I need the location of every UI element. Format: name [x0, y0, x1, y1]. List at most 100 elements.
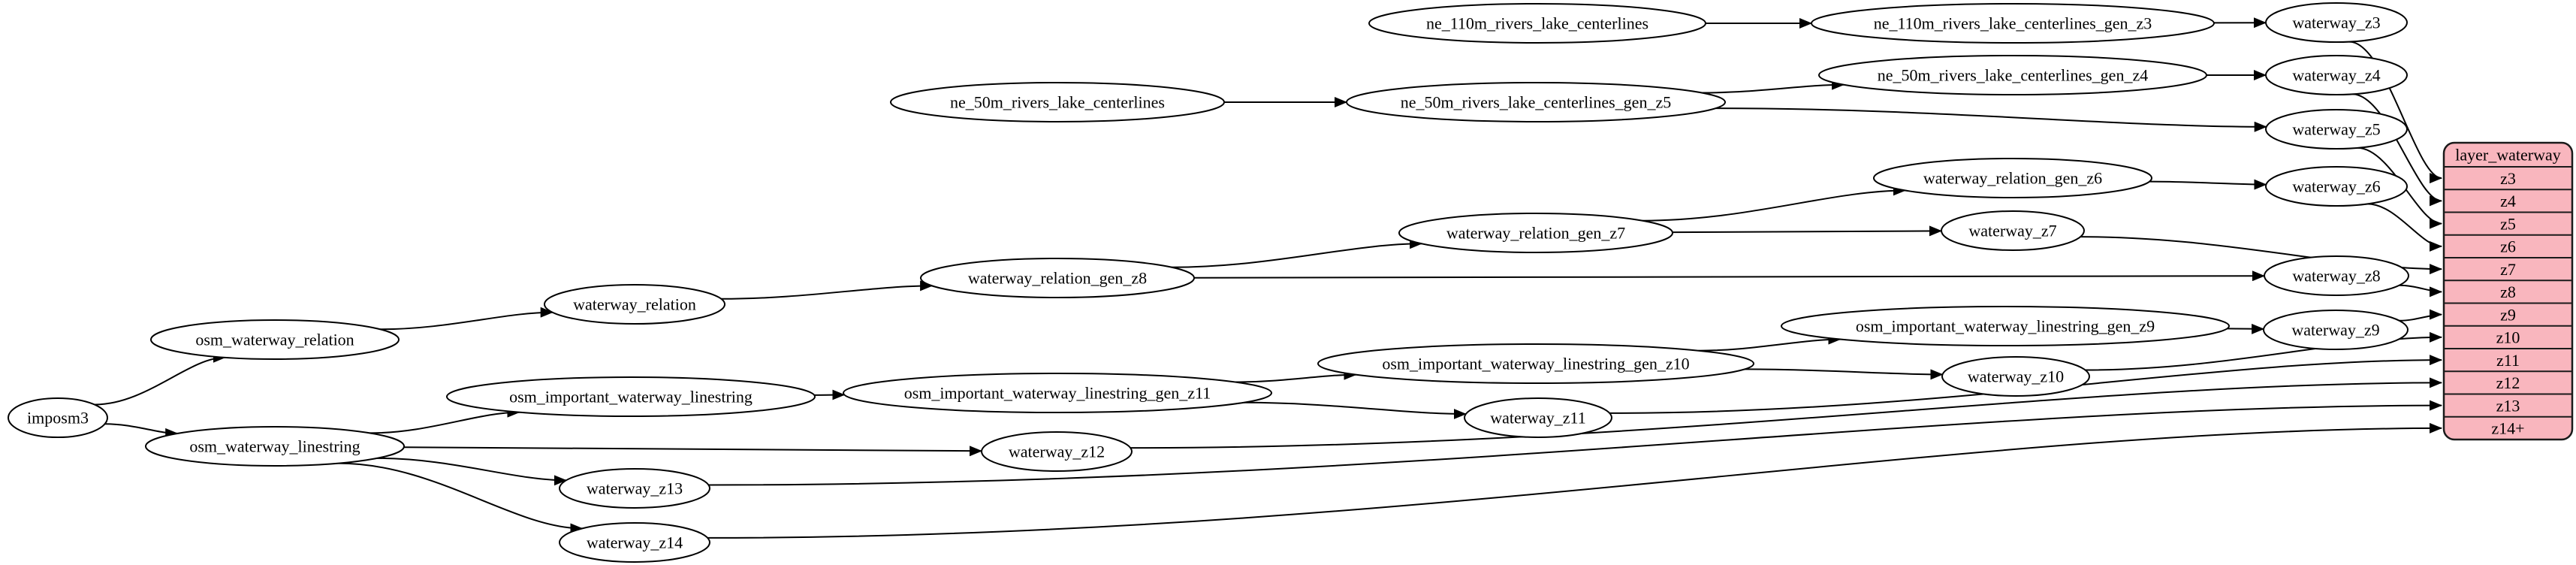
node-waterway_z12: waterway_z12 — [981, 431, 1133, 472]
table-row-z14+: z14+ — [2491, 419, 2524, 438]
edges-layer — [94, 17, 2442, 539]
node-waterway_z3: waterway_z3 — [2265, 2, 2408, 43]
node-label-waterway_z14: waterway_z14 — [587, 533, 683, 552]
edge-waterway_relation_gen_z7-to-waterway_z7 — [1672, 225, 1942, 237]
node-label-waterway_relation: waterway_relation — [573, 295, 696, 314]
node-label-waterway_z7: waterway_z7 — [1968, 222, 2056, 240]
edge-osm_important_waterway_linestring_gen_z10-to-osm_important_waterway_linestring_gen_z9 — [1698, 334, 1842, 352]
node-osm_important_waterway_linestring_gen_z11: osm_important_waterway_linestring_gen_z1… — [843, 373, 1272, 413]
node-ellipse-waterway_z10 — [1941, 356, 2090, 397]
node-label-waterway_z6: waterway_z6 — [2292, 177, 2380, 196]
node-ellipse-waterway_relation_gen_z6 — [1873, 158, 2152, 198]
node-ellipse-osm_waterway_relation — [150, 319, 400, 360]
node-label-imposm3: imposm3 — [27, 409, 89, 428]
node-waterway_z6: waterway_z6 — [2265, 166, 2408, 207]
table-row-z7: z7 — [2500, 260, 2516, 279]
edge-osm_waterway_linestring-to-osm_important_waterway_linestring — [370, 406, 520, 434]
node-label-waterway_z9: waterway_z9 — [2291, 321, 2379, 340]
node-osm_waterway_linestring: osm_waterway_linestring — [145, 426, 405, 467]
node-ellipse-osm_important_waterway_linestring_gen_z11 — [843, 373, 1272, 413]
table-row-z12: z12 — [2496, 373, 2520, 392]
node-label-waterway_z4: waterway_z4 — [2292, 66, 2380, 85]
node-ellipse-waterway_z3 — [2265, 2, 2408, 43]
edge-osm_waterway_relation-to-waterway_relation — [380, 307, 554, 331]
node-ne_110m_rivers_lake_centerlines_gen_z3: ne_110m_rivers_lake_centerlines_gen_z3 — [1811, 3, 2215, 44]
node-ellipse-ne_110m_rivers_lake_centerlines_gen_z3 — [1811, 3, 2215, 44]
table-row-z4: z4 — [2500, 192, 2516, 210]
node-waterway_z5: waterway_z5 — [2265, 109, 2408, 150]
node-ellipse-waterway_z13 — [559, 468, 710, 509]
node-waterway_relation: waterway_relation — [544, 284, 725, 325]
edge-osm_important_waterway_linestring_gen_z10-to-waterway_z10 — [1744, 368, 1944, 380]
node-ellipse-waterway_z9 — [2263, 310, 2409, 350]
node-waterway_relation_gen_z7: waterway_relation_gen_z7 — [1398, 213, 1673, 253]
node-ellipse-waterway_relation — [544, 284, 725, 325]
node-ellipse-imposm3 — [8, 397, 108, 438]
node-waterway_z8: waterway_z8 — [2264, 255, 2409, 296]
node-label-osm_important_waterway_linestring: osm_important_waterway_linestring — [509, 388, 753, 406]
nodes-layer: imposm3 osm_waterway_relation osm_waterway… — [8, 2, 2409, 563]
table-row-z8: z8 — [2500, 282, 2516, 301]
node-osm_important_waterway_linestring_gen_z9: osm_important_waterway_linestring_gen_z9 — [1781, 306, 2230, 346]
node-waterway_z9: waterway_z9 — [2263, 310, 2409, 350]
node-ne_50m_rivers_lake_centerlines_gen_z5: ne_50m_rivers_lake_centerlines_gen_z5 — [1346, 82, 1726, 122]
table-row-z3: z3 — [2500, 169, 2516, 188]
table-row-z11: z11 — [2496, 351, 2520, 370]
node-label-waterway_z12: waterway_z12 — [1009, 443, 1105, 461]
node-ellipse-ne_50m_rivers_lake_centerlines_gen_z5 — [1346, 82, 1726, 122]
node-label-waterway_z11: waterway_z11 — [1490, 409, 1585, 428]
edge-waterway_z14-to-layer_waterway-z14+ — [707, 422, 2442, 539]
table-row-z6: z6 — [2500, 237, 2516, 256]
node-label-waterway_relation_gen_z6: waterway_relation_gen_z6 — [1923, 169, 2102, 188]
node-ellipse-waterway_relation_gen_z8 — [920, 258, 1195, 298]
layer-waterway-table-body — [2442, 141, 2574, 441]
node-waterway_z10: waterway_z10 — [1941, 356, 2090, 397]
edge-imposm3-to-osm_waterway_linestring — [104, 423, 179, 439]
node-label-osm_important_waterway_linestring_gen_z11: osm_important_waterway_linestring_gen_z1… — [904, 384, 1211, 403]
edge-waterway_z13-to-layer_waterway-z13 — [708, 400, 2442, 486]
table-row-z13: z13 — [2496, 396, 2520, 415]
node-label-osm_important_waterway_linestring_gen_z10: osm_important_waterway_linestring_gen_z1… — [1382, 355, 1689, 373]
edge-waterway_z6-to-layer_waterway-z6 — [2366, 203, 2442, 252]
node-waterway_z14: waterway_z14 — [559, 522, 710, 563]
edge-waterway_z3-to-layer_waterway-z3 — [2349, 41, 2442, 184]
node-ellipse-waterway_z12 — [981, 431, 1133, 472]
table-row-z5: z5 — [2500, 214, 2516, 233]
edge-osm_waterway_linestring-to-waterway_z12 — [403, 446, 982, 457]
node-ellipse-waterway_z11 — [1464, 397, 1612, 438]
edge-waterway_relation_gen_z8-to-waterway_z8 — [1193, 270, 2265, 282]
node-label-waterway_z10: waterway_z10 — [1968, 367, 2064, 386]
edge-waterway_z12-to-layer_waterway-z12 — [1130, 377, 2442, 449]
node-ellipse-ne_50m_rivers_lake_centerlines — [890, 82, 1225, 122]
node-ellipse-waterway_relation_gen_z7 — [1398, 213, 1673, 253]
node-label-osm_important_waterway_linestring_gen_z9: osm_important_waterway_linestring_gen_z9 — [1856, 317, 2155, 336]
layer-waterway-table: layer_waterwayz3z4z5z6z7z8z9z10z11z12z13… — [2442, 141, 2574, 441]
node-ellipse-waterway_z5 — [2265, 109, 2408, 150]
node-ellipse-waterway_z4 — [2265, 55, 2408, 95]
node-waterway_z7: waterway_z7 — [1941, 210, 2085, 251]
node-ellipse-waterway_z14 — [559, 522, 710, 563]
node-ellipse-osm_important_waterway_linestring — [446, 376, 816, 417]
node-osm_important_waterway_linestring_gen_z10: osm_important_waterway_linestring_gen_z1… — [1317, 343, 1754, 384]
node-label-waterway_z5: waterway_z5 — [2292, 120, 2380, 139]
node-label-waterway_relation_gen_z7: waterway_relation_gen_z7 — [1446, 224, 1625, 243]
edge-imposm3-to-osm_waterway_relation — [94, 352, 226, 406]
node-ellipse-osm_important_waterway_linestring_gen_z10 — [1317, 343, 1754, 384]
node-label-ne_110m_rivers_lake_centerlines: ne_110m_rivers_lake_centerlines — [1426, 14, 1648, 33]
edge-waterway_relation_gen_z6-to-waterway_z6 — [2149, 179, 2267, 190]
node-label-ne_50m_rivers_lake_centerlines_gen_z4: ne_50m_rivers_lake_centerlines_gen_z4 — [1878, 66, 2148, 85]
node-ne_50m_rivers_lake_centerlines_gen_z4: ne_50m_rivers_lake_centerlines_gen_z4 — [1818, 55, 2207, 95]
node-waterway_z11: waterway_z11 — [1464, 397, 1612, 438]
node-label-ne_50m_rivers_lake_centerlines_gen_z5: ne_50m_rivers_lake_centerlines_gen_z5 — [1401, 93, 1671, 112]
edge-osm_important_waterway_linestring_gen_z11-to-waterway_z11 — [1244, 401, 1467, 419]
edge-osm_important_waterway_linestring_gen_z11-to-osm_important_waterway_linestring_gen_z10 — [1235, 369, 1357, 383]
edge-osm_important_waterway_linestring_gen_z9-to-waterway_z9 — [2227, 323, 2265, 334]
node-ellipse-waterway_z8 — [2264, 255, 2409, 296]
node-label-ne_110m_rivers_lake_centerlines_gen_z3: ne_110m_rivers_lake_centerlines_gen_z3 — [1874, 14, 2152, 33]
node-label-osm_waterway_relation: osm_waterway_relation — [195, 331, 354, 349]
node-ellipse-osm_important_waterway_linestring_gen_z9 — [1781, 306, 2230, 346]
edge-waterway_relation-to-waterway_relation_gen_z8 — [721, 280, 934, 300]
node-osm_important_waterway_linestring: osm_important_waterway_linestring — [446, 376, 816, 417]
node-waterway_z4: waterway_z4 — [2265, 55, 2408, 95]
